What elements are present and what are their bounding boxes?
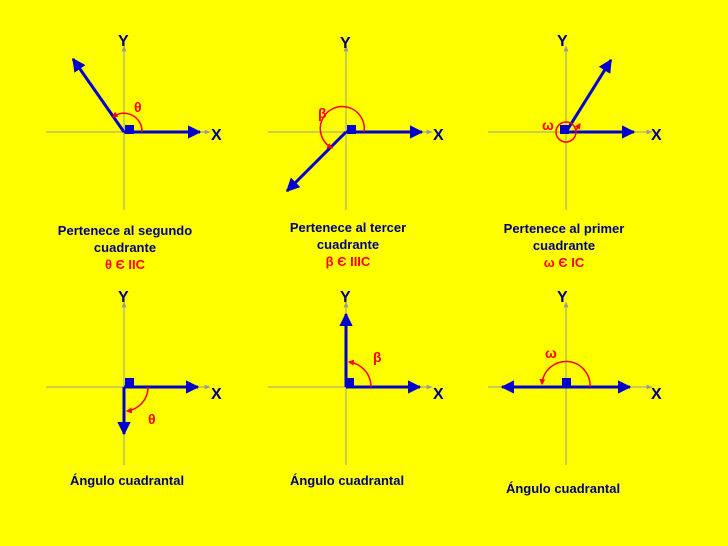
caption-first-quadrant: Pertenece al primer cuadrante ω Є IC	[490, 220, 638, 271]
origin-marker	[345, 378, 354, 387]
caption-text: Pertenece al tercer cuadrante	[289, 220, 407, 252]
terminal-side-vector	[564, 58, 613, 133]
panel-quadrantal-down: Y X θ	[46, 289, 222, 465]
y-axis-label: Y	[340, 289, 351, 306]
caption-text: Pertenece al segundo cuadrante	[57, 223, 193, 255]
membership-text: β Є IIIC	[325, 254, 371, 269]
angle-arc	[555, 121, 577, 143]
panel-quadrantal-up: Y X β	[268, 289, 444, 465]
angle-arc	[319, 105, 366, 149]
origin-marker	[125, 125, 134, 134]
membership-text: θ Є IIC	[104, 257, 146, 272]
x-axis-label: X	[433, 386, 444, 403]
origin-marker	[347, 125, 356, 134]
membership-text: ω Є IC	[543, 255, 585, 270]
y-axis-label: Y	[118, 33, 129, 50]
caption-quadrantal-down: Ángulo cuadrantal	[52, 472, 202, 489]
angle-symbol: ω	[542, 117, 554, 133]
angle-arc	[539, 360, 591, 388]
caption-text: Ángulo cuadrantal	[69, 473, 185, 488]
origin-marker	[560, 125, 569, 134]
x-axis-label: X	[211, 127, 222, 144]
y-axis-label: Y	[340, 35, 351, 52]
caption-second-quadrant: Pertenece al segundo cuadrante θ Є IIC	[50, 222, 200, 273]
x-axis-label: X	[651, 386, 662, 403]
terminal-side-vector	[71, 57, 126, 133]
angle-arc-tip	[574, 123, 581, 131]
caption-text: Pertenece al primer cuadrante	[503, 221, 625, 253]
angle-symbol: ω	[545, 345, 557, 361]
caption-text: Ángulo cuadrantal	[289, 473, 405, 488]
panel-third-quadrant: Y X β	[268, 35, 444, 210]
origin-marker	[125, 378, 134, 387]
caption-third-quadrant: Pertenece al tercer cuadrante β Є IIIC	[276, 219, 420, 270]
angle-symbol: β	[373, 349, 382, 365]
angle-symbol: β	[318, 105, 327, 121]
origin-marker	[562, 378, 571, 387]
x-axis-label: X	[433, 127, 444, 144]
caption-text: Ángulo cuadrantal	[505, 481, 621, 496]
angle-arc	[125, 386, 149, 414]
x-axis-label: X	[211, 386, 222, 403]
angle-arc	[347, 359, 372, 388]
angle-symbol: θ	[134, 99, 142, 115]
angle-arc	[112, 111, 143, 133]
y-axis-label: Y	[557, 33, 568, 50]
terminal-side-vector	[285, 130, 348, 193]
x-axis-label: X	[651, 127, 662, 144]
caption-quadrantal-up: Ángulo cuadrantal	[272, 472, 422, 489]
panel-first-quadrant: Y X ω	[488, 33, 662, 210]
caption-quadrantal-left: Ángulo cuadrantal	[488, 480, 638, 497]
angle-symbol: θ	[148, 411, 156, 427]
panel-quadrantal-left: Y X ω	[488, 289, 662, 465]
y-axis-label: Y	[118, 289, 129, 306]
y-axis-label: Y	[557, 289, 568, 306]
panel-second-quadrant: Y X θ	[46, 33, 222, 210]
